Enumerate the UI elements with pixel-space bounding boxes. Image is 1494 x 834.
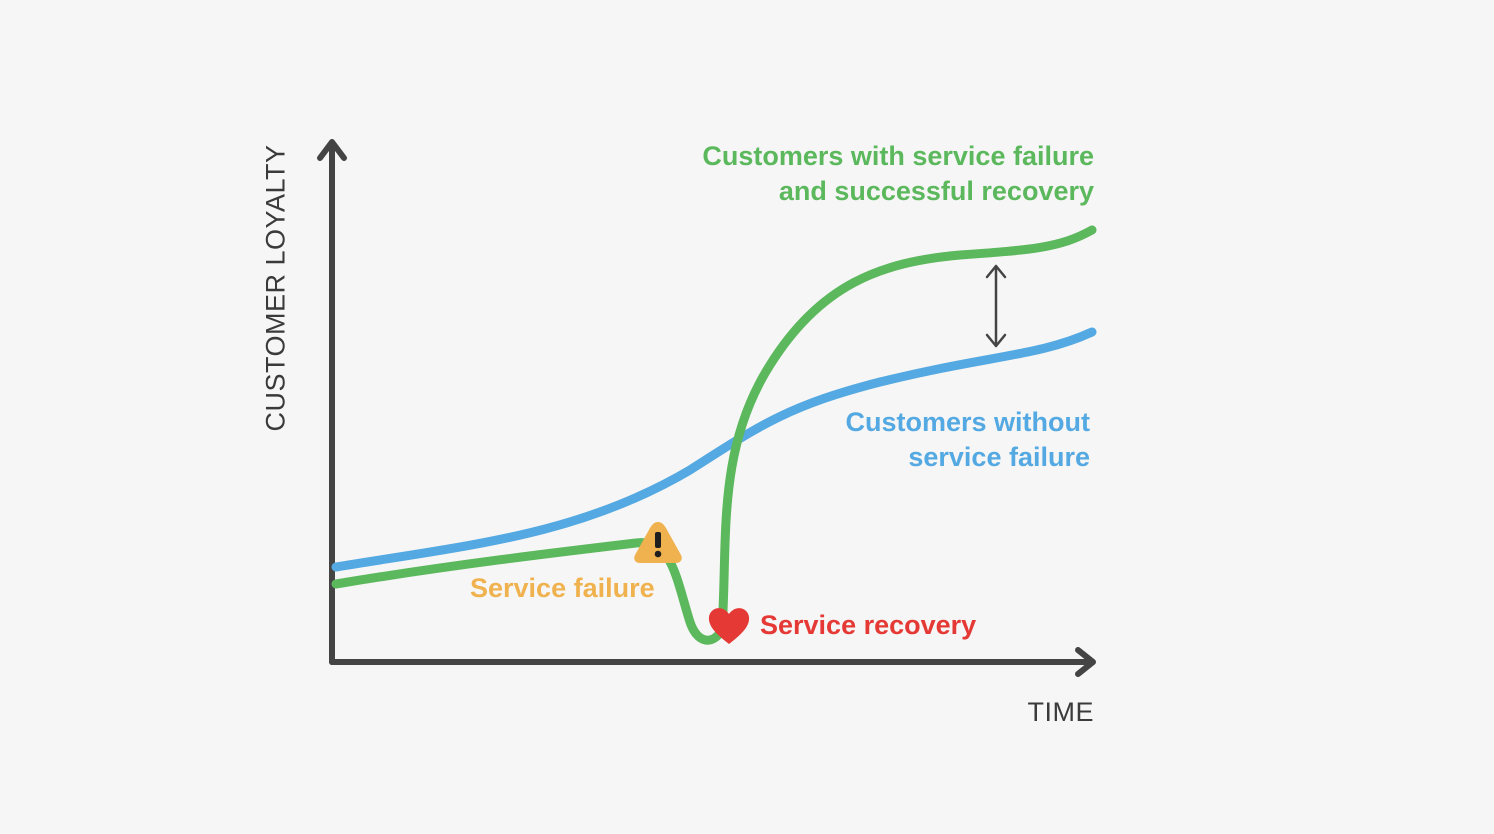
double-headed-arrow-icon [985, 264, 1007, 348]
baseline-label-line-1: Customers without [845, 407, 1090, 437]
service-recovery-label: Service recovery [760, 610, 977, 640]
x-axis-arrowhead [1075, 647, 1096, 677]
y-axis-arrowhead [317, 139, 347, 161]
recovery-series-label: Customers with service failure and succe… [702, 139, 1094, 209]
service-failure-label: Service failure [470, 573, 655, 603]
axes [317, 139, 1096, 677]
y-axis-title: CUSTOMER LOYALTY [260, 144, 291, 432]
warning-triangle-icon [634, 522, 682, 563]
baseline-label-line-2: service failure [908, 442, 1090, 472]
baseline-curve [331, 327, 1097, 572]
heart-icon [708, 608, 750, 644]
recovery-curve [331, 225, 1097, 645]
recovery-label-line-2: and successful recovery [778, 176, 1094, 206]
x-axis-title: TIME [1027, 697, 1094, 727]
recovery-label-line-1: Customers with service failure [702, 141, 1094, 171]
baseline-series-label: Customers without service failure [845, 405, 1090, 475]
